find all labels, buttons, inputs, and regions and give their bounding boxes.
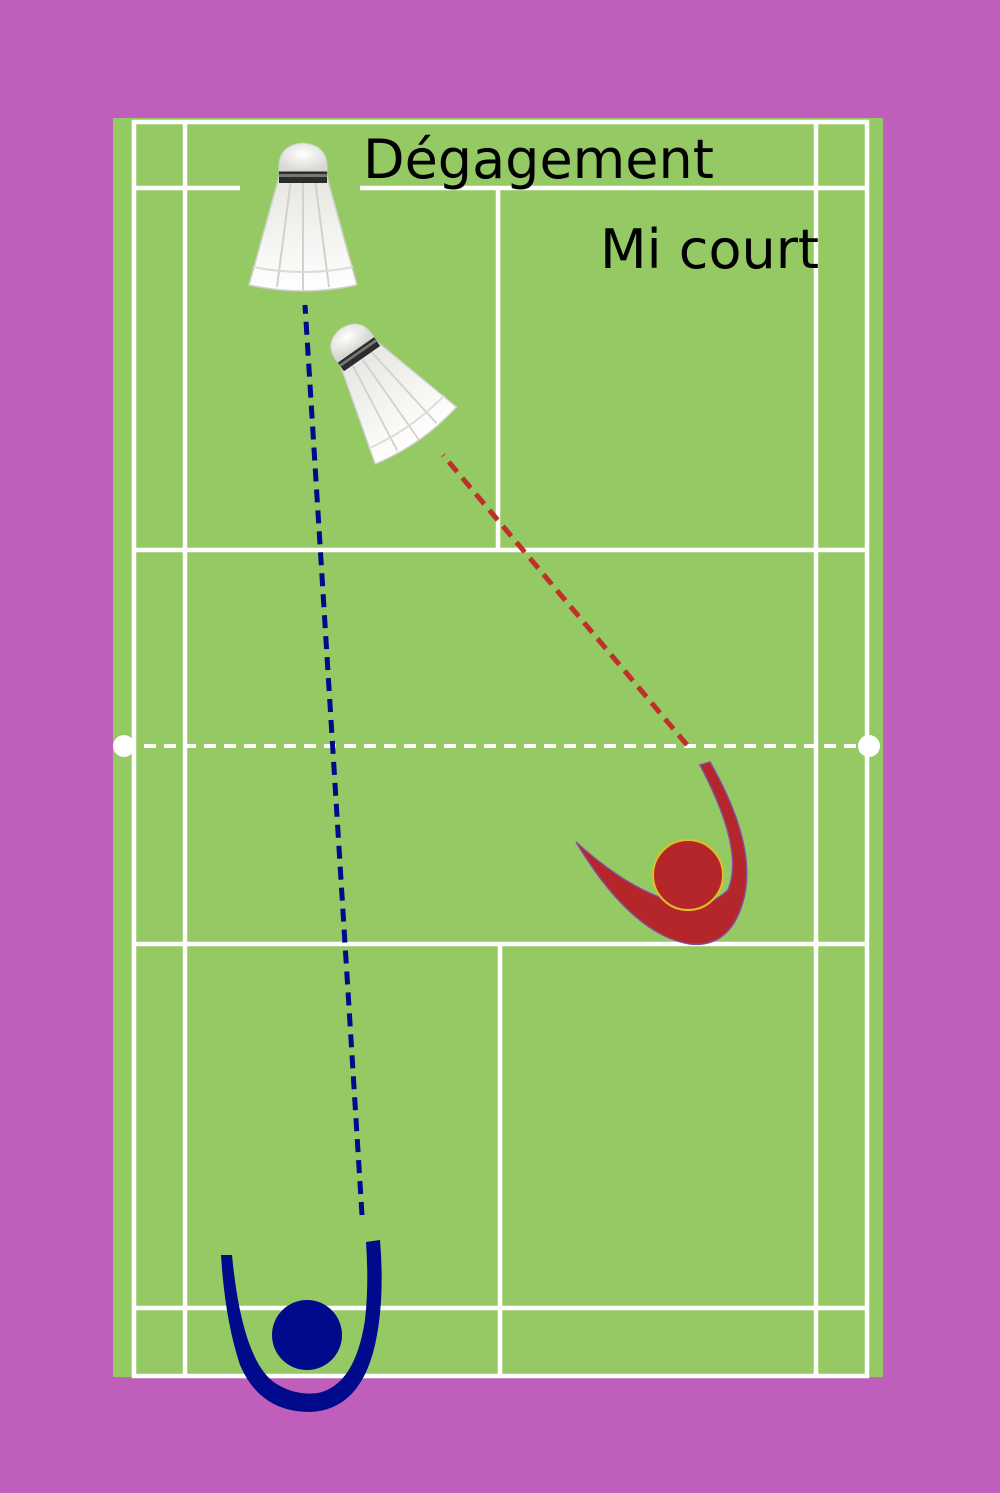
stroke-name-label: Dégagement [363, 128, 714, 191]
player-blue-arms [221, 1240, 382, 1412]
trajectory-red [441, 453, 689, 747]
trajectory-blue-clear [302, 304, 365, 1216]
player-red-head [652, 839, 724, 911]
net-post-right [858, 735, 880, 757]
player-blue-head [272, 1300, 342, 1370]
player-blue-icon [221, 1240, 382, 1412]
net-post-left [113, 735, 135, 757]
player-red-icon [575, 761, 748, 946]
zone-name-label: Mi court [600, 218, 819, 281]
